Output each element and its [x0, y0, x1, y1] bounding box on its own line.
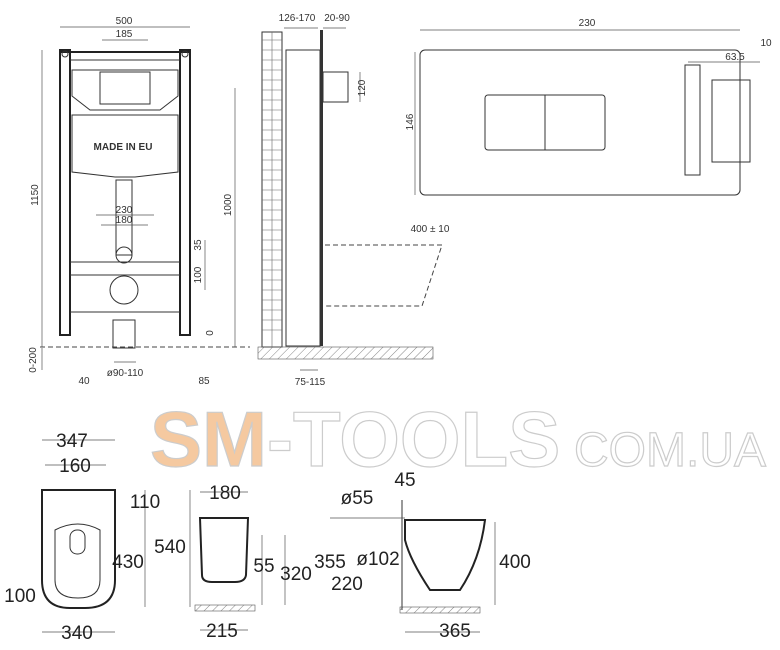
dim-side-projection: 365: [439, 621, 471, 642]
dim-frame-height: 1150: [30, 184, 41, 206]
dim-side-height: 400: [499, 552, 531, 573]
dim-side-45: 45: [394, 470, 415, 491]
dim-plate-thickness: 10: [760, 38, 772, 49]
dim-cistern-width: 185: [116, 29, 133, 40]
dim-side-220: 220: [331, 574, 363, 595]
dim-bowl-length: 540: [154, 537, 186, 558]
dim-110: 110: [130, 492, 160, 513]
dim-button-box: 120: [357, 79, 368, 96]
dim-bolt-inner: 180: [116, 215, 133, 226]
floor-zero: 0: [205, 330, 216, 336]
dim-inlet-dia: ø55: [341, 488, 374, 509]
frame-front-view: MADE IN EU 500 185 1150 1000 230 180 35 …: [28, 16, 250, 387]
brand-label: MADE IN EU: [94, 142, 153, 153]
dim-430: 430: [112, 552, 144, 573]
frame-side-view: 126-170 20-90 120 75-115 400 ± 10: [257, 13, 450, 388]
dim-plate-height: 146: [405, 113, 416, 130]
watermark: SM-TOOLS COM.UA: [149, 394, 766, 483]
dim-drain-offset: 75-115: [295, 377, 326, 388]
dim-bottom-width: 340: [61, 623, 93, 644]
dim-leg-85: 85: [198, 376, 210, 387]
dim-bowl-height: 400 ± 10: [411, 224, 450, 235]
dim-frame-width: 500: [116, 16, 133, 27]
dim-back-55: 55: [253, 556, 274, 577]
dim-button-height: 1000: [223, 193, 234, 216]
dim-wall-gap: 20-90: [324, 13, 350, 24]
dim-back-100: 100: [4, 586, 36, 607]
dim-leg-adjust: 0-200: [28, 347, 39, 373]
dim-bolt-outer: 230: [116, 205, 133, 216]
dim-back-320: 320: [280, 564, 312, 585]
bowl-back-view: 180 55 320 100 215: [4, 483, 312, 642]
dim-plate-depth: 63.5: [725, 52, 745, 63]
watermark-sub: COM.UA: [574, 424, 766, 477]
flush-plate-view: 230 146 10 63.5: [405, 18, 772, 196]
dim-drain-dia: ø90-110: [107, 368, 144, 379]
dim-back-215: 215: [206, 621, 238, 642]
bowl-top-view: 347 160 110 430 540 340: [41, 431, 191, 644]
bowl-side-view: ø55 45 355 220 ø102 400 365: [314, 470, 531, 642]
dim-35: 35: [193, 239, 204, 251]
dim-100: 100: [193, 266, 204, 283]
dim-side-355: 355: [314, 552, 346, 573]
dim-outlet-dia: ø102: [356, 549, 399, 570]
dim-leg-40: 40: [78, 376, 90, 387]
dim-seat-width: 347: [56, 431, 88, 452]
dim-bolt-spacing: 160: [59, 456, 91, 477]
dim-frame-depth: 126-170: [279, 13, 316, 24]
dim-plate-width: 230: [579, 18, 596, 29]
dim-back-bolt-spacing: 180: [209, 483, 241, 504]
watermark-main: SM-TOOLS: [150, 395, 560, 483]
